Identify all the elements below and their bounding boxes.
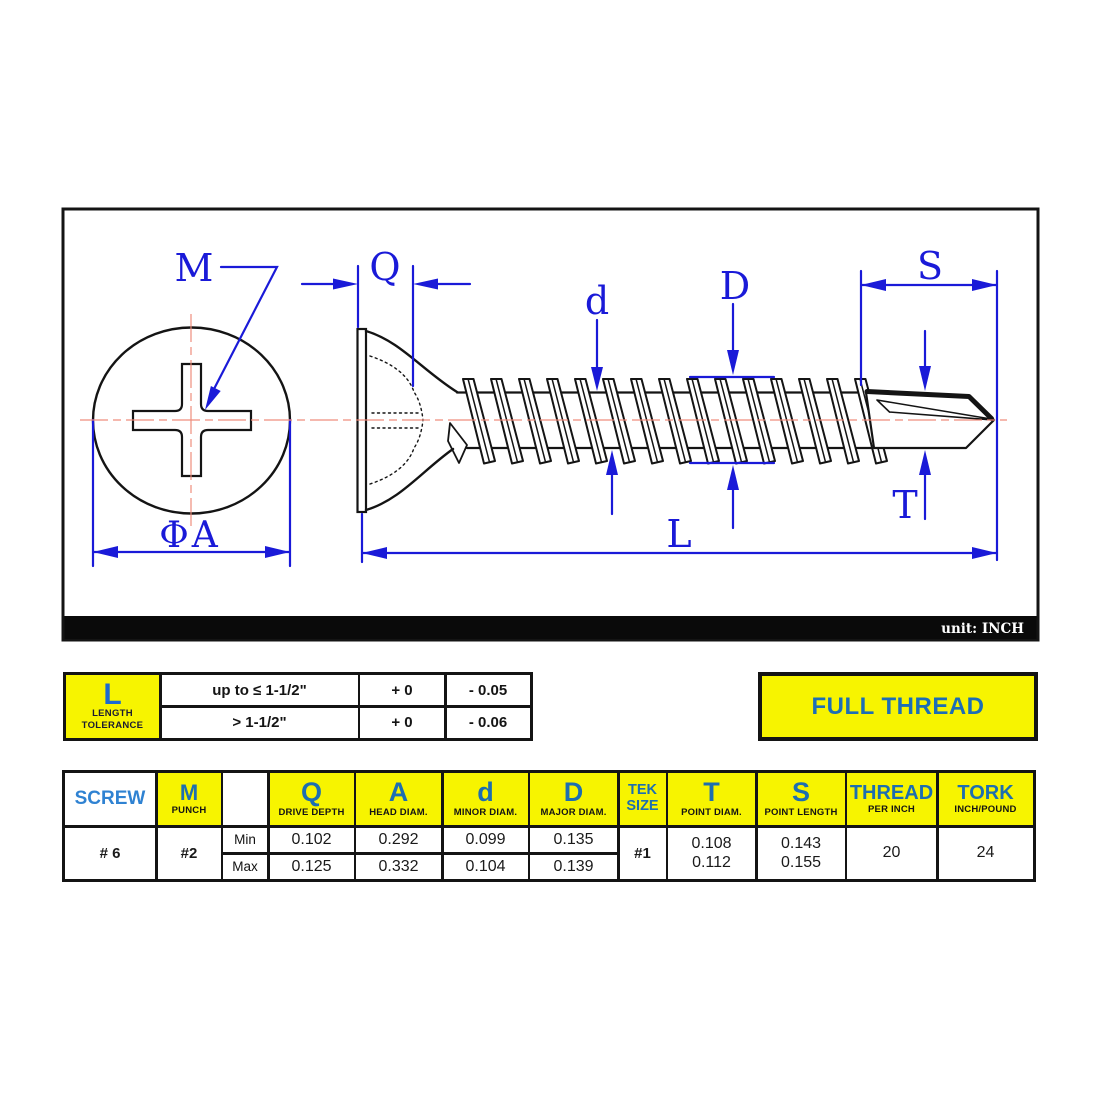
value-punch: #2 <box>157 827 221 879</box>
dimension-Q: Q <box>300 245 472 388</box>
screw-technical-drawing: unit: INCH <box>61 207 1040 642</box>
dimension-M: M <box>175 246 279 410</box>
value-a-min: 0.292 <box>356 827 441 852</box>
unit-label: unit: INCH <box>941 621 1024 637</box>
col-header-tork: TORK INCH/POUND <box>938 773 1033 825</box>
dimensions: M Q ΦA d <box>91 244 999 568</box>
value-d-major-min: 0.135 <box>530 827 617 852</box>
full-thread-badge: FULL THREAD <box>758 672 1038 741</box>
unit-bar <box>64 616 1037 639</box>
label-phiA: ΦA <box>159 515 221 556</box>
tolerance-caption-line2: TOLERANCE <box>81 719 144 731</box>
dimension-d: d <box>585 279 618 516</box>
col-header-m-punch: M PUNCH <box>157 773 221 825</box>
col-header-thread: THREAD PER INCH <box>847 773 936 825</box>
col-header-minmax <box>223 773 267 825</box>
label-S: S <box>917 244 943 288</box>
value-s-range: 0.143 0.155 <box>757 827 845 879</box>
tolerance-range: up to ≤ 1-1/2" <box>161 675 358 705</box>
value-a-max: 0.332 <box>356 854 441 879</box>
label-L: L <box>666 512 691 556</box>
value-d-major-max: 0.139 <box>530 854 617 879</box>
dimension-D: D <box>688 264 776 530</box>
dimension-S: S <box>859 244 999 562</box>
row-label-max: Max <box>223 854 267 879</box>
tolerance-symbol: L <box>103 677 122 711</box>
label-M: M <box>175 246 214 290</box>
dimension-phiA: ΦA <box>91 418 292 568</box>
tolerance-minus: - 0.06 <box>446 707 530 738</box>
hidden-recess-lines <box>369 355 424 485</box>
col-header-d-major: D MAJOR DIAM. <box>530 773 617 825</box>
value-t-range: 0.108 0.112 <box>668 827 755 879</box>
tolerance-range: > 1-1/2" <box>161 707 358 738</box>
tolerance-caption-line1: LENGTH <box>92 707 133 719</box>
value-d-minor-min: 0.099 <box>443 827 528 852</box>
label-d: d <box>585 279 609 323</box>
length-tolerance-table: L LENGTH TOLERANCE up to ≤ 1-1/2" + 0 - … <box>63 672 533 741</box>
col-header-d-minor: d MINOR DIAM. <box>443 773 528 825</box>
value-q-max: 0.125 <box>269 854 354 879</box>
dimension-T: T <box>892 329 931 527</box>
col-header-tek-size: TEK SIZE <box>619 773 666 825</box>
col-header-a: A HEAD DIAM. <box>356 773 441 825</box>
full-thread-label: FULL THREAD <box>811 692 985 720</box>
centerlines <box>80 314 1007 528</box>
row-label-min: Min <box>223 827 267 852</box>
tolerance-minus: - 0.05 <box>446 675 530 705</box>
tolerance-symbol-cell: L LENGTH TOLERANCE <box>66 675 159 738</box>
spec-table: SCREW M PUNCH Q DRIVE DEPTH A HEAD DIAM.… <box>62 770 1036 882</box>
value-q-min: 0.102 <box>269 827 354 852</box>
dimension-L: L <box>360 512 999 564</box>
tolerance-plus: + 0 <box>360 675 444 705</box>
col-header-screw: SCREW <box>65 773 155 825</box>
label-Q: Q <box>369 245 400 289</box>
label-D: D <box>720 264 750 308</box>
col-header-q: Q DRIVE DEPTH <box>269 773 354 825</box>
value-tork: 24 <box>938 827 1033 879</box>
tolerance-plus: + 0 <box>360 707 444 738</box>
value-d-minor-max: 0.104 <box>443 854 528 879</box>
col-header-t: T POINT DIAM. <box>668 773 755 825</box>
col-header-s: S POINT LENGTH <box>757 773 845 825</box>
value-screw-size: # 6 <box>65 827 155 879</box>
label-T: T <box>892 483 917 527</box>
value-thread-per-inch: 20 <box>847 827 936 879</box>
value-tek-size: #1 <box>619 827 666 879</box>
